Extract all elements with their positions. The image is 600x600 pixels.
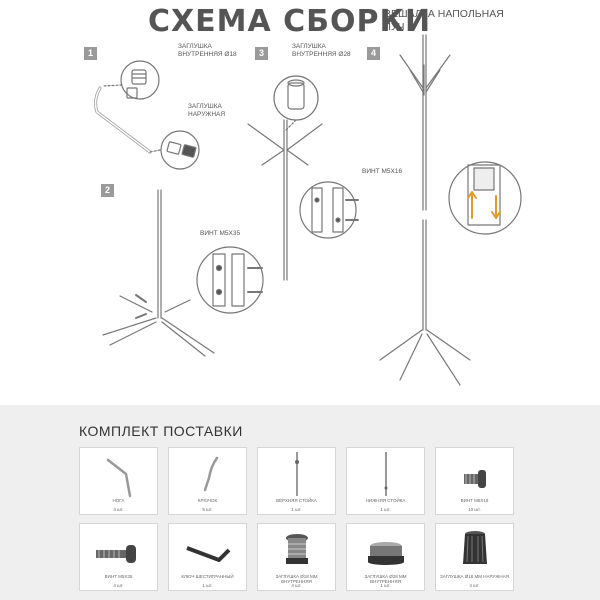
product-subtitle: ВЕШАЛКА НАПОЛЬНАЯ ЛУЧ 5 bbox=[384, 8, 504, 34]
kit-item-hex-key: КЛЮЧ ШЕСТИГРАННЫЙ 1 шт. bbox=[168, 523, 247, 591]
callout-inner-cap-18: ЗАГЛУШКА ВНУТРЕННЯЯ Ø18 bbox=[178, 43, 237, 58]
hex-key-icon bbox=[186, 546, 231, 562]
kit-item-screw-m5x35: ВИНТ M5x35 4 шт. bbox=[79, 523, 158, 591]
step-badge-3: 3 bbox=[255, 47, 268, 60]
callout-outer-cap: ЗАГЛУШКА НАРУЖНАЯ bbox=[188, 103, 226, 118]
product-model: ЛУЧ 5 bbox=[384, 21, 414, 33]
leg-icon bbox=[106, 458, 132, 498]
kit-item-inner-cap-18: ЗАГЛУШКА Ø18 ММ ВНУТРЕННЯЯ 4 шт. bbox=[257, 523, 336, 591]
screw-long-icon bbox=[96, 545, 136, 563]
step1-leg-drawing bbox=[94, 60, 200, 170]
kit-contents-section: КОМПЛЕКТ ПОСТАВКИ НОГА 4 шт. КРЮЧОК 5 шт… bbox=[0, 405, 600, 600]
kit-item-screw-m5x16: ВИНТ M5x16 10 шт. bbox=[435, 447, 514, 515]
step-badge-1: 1 bbox=[84, 47, 97, 60]
kit-grid: НОГА 4 шт. КРЮЧОК 5 шт. ВЕРХНЯЯ СТОЙКА 1… bbox=[79, 447, 514, 591]
step2-base-drawing bbox=[102, 189, 264, 357]
step-badge-4: 4 bbox=[367, 47, 380, 60]
kit-item-hook: КРЮЧОК 5 шт. bbox=[168, 447, 247, 515]
kit-item-inner-cap-28: ЗАГЛУШКА Ø28 ММ ВНУТРЕННЯЯ 1 шт. bbox=[346, 523, 425, 591]
assembly-diagram bbox=[94, 34, 522, 386]
lower-post-icon bbox=[384, 452, 388, 496]
inner-cap-18-icon bbox=[286, 534, 308, 564]
inner-cap-28-icon bbox=[368, 542, 404, 565]
kit-item-leg: НОГА 4 шт. bbox=[79, 447, 158, 515]
upper-post-icon bbox=[295, 452, 299, 496]
kit-title: КОМПЛЕКТ ПОСТАВКИ bbox=[79, 423, 243, 439]
kit-item-outer-cap: ЗАГЛУШКА Ø18 ММ НАРУЖНАЯ 4 шт. bbox=[435, 523, 514, 591]
step4-stand-drawing bbox=[379, 34, 522, 386]
callout-inner-cap-28: ЗАГЛУШКА ВНУТРЕННЯЯ Ø28 bbox=[292, 43, 351, 58]
page-title: СХЕМА СБОРКИ bbox=[148, 4, 432, 39]
screw-short-icon bbox=[464, 470, 486, 488]
kit-item-lower-post: НИЖНЯЯ СТОЙКА 1 шт. bbox=[346, 447, 425, 515]
product-type: ВЕШАЛКА НАПОЛЬНАЯ bbox=[384, 8, 504, 20]
outer-cap-icon bbox=[463, 531, 487, 564]
callout-screw-m5x35: ВИНТ M5x35 bbox=[200, 230, 241, 237]
kit-item-upper-post: ВЕРХНЯЯ СТОЙКА 1 шт. bbox=[257, 447, 336, 515]
step3-top-drawing bbox=[247, 75, 359, 281]
callout-screw-m5x16: ВИНТ M5x16 bbox=[362, 168, 403, 175]
step-badge-2: 2 bbox=[101, 184, 114, 197]
hook-icon bbox=[203, 456, 219, 492]
